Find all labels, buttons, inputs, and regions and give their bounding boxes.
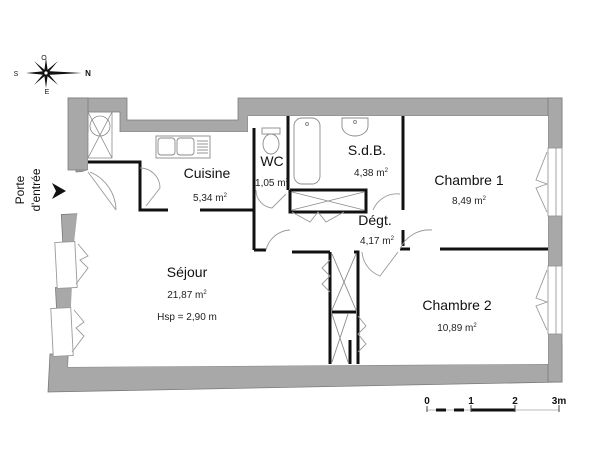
room-area: 5,34 m (193, 193, 224, 204)
svg-text:10,89 m2: 10,89 m2 (437, 323, 477, 334)
room-chambre-2: Chambre 2 10,89 m2 (422, 297, 491, 334)
compass-east-label: E (45, 89, 50, 96)
svg-text:5,34 m2: 5,34 m2 (193, 193, 228, 204)
svg-text:4,17 m2: 4,17 m2 (360, 236, 395, 247)
entrance-arrow-icon (52, 183, 66, 199)
room-name: Chambre 2 (422, 297, 491, 313)
toilet-icon (261, 127, 281, 155)
compass-south-label: S (14, 71, 19, 78)
room-sejour: Séjour 21,87 m2 Hsp = 2,90 m (157, 264, 217, 323)
ventilation-shaft (87, 111, 113, 159)
room-chambre-1: Chambre 1 8,49 m2 (434, 172, 503, 207)
room-area: 4,38 m (354, 168, 385, 179)
room-area: 10,89 m (437, 323, 473, 334)
scale-bar: 0 1 2 3m (424, 396, 566, 412)
scale-tick-3: 3m (552, 396, 567, 407)
room-name: Séjour (167, 264, 208, 280)
room-name: S.d.B. (348, 142, 386, 158)
entrance-marker: Porte d'entrée (13, 168, 66, 212)
svg-text:4,38 m2: 4,38 m2 (354, 168, 389, 179)
bathtub-icon (293, 117, 321, 185)
room-area: 8,49 m (452, 196, 483, 207)
closet-icon (291, 191, 365, 211)
closet-icon (331, 253, 357, 363)
window-left-upper (54, 241, 89, 289)
washbasin-icon (341, 117, 369, 137)
svg-text:1,05 m2: 1,05 m2 (255, 178, 290, 189)
door-swings (87, 167, 433, 353)
fixtures (155, 117, 369, 363)
window-right-upper (535, 147, 563, 217)
room-wc: WC 1,05 m2 (255, 153, 290, 189)
room-sdb: S.d.B. 4,38 m2 (348, 142, 389, 179)
window-left-lower (50, 307, 85, 357)
partitions (88, 116, 548, 364)
room-name: Dégt. (358, 212, 391, 228)
room-area: 21,87 m (167, 290, 203, 301)
compass-north-label: N (85, 69, 91, 78)
windows (50, 147, 563, 357)
interior (68, 116, 548, 367)
compass-west-label: O (41, 55, 47, 62)
room-degt: Dégt. 4,17 m2 (358, 212, 394, 247)
scale-tick-0: 0 (424, 396, 430, 407)
scale-tick-1: 1 (468, 396, 474, 407)
room-area: 1,05 m (255, 178, 286, 189)
svg-text:8,49 m2: 8,49 m2 (452, 196, 487, 207)
svg-text:21,87 m2: 21,87 m2 (167, 290, 207, 301)
kitchen-sink-icon (155, 135, 211, 159)
room-area: 4,17 m (360, 236, 391, 247)
room-name: Chambre 1 (434, 172, 503, 188)
room-name: WC (260, 153, 283, 169)
entry-door-swing (89, 171, 117, 211)
window-right-lower (535, 265, 563, 335)
scale-tick-2: 2 (512, 396, 518, 407)
ceiling-height: Hsp = 2,90 m (157, 312, 217, 323)
entrance-label-line1: Porte (13, 175, 27, 204)
compass-rose-icon: O S N E (14, 55, 91, 96)
room-cuisine: Cuisine 5,34 m2 (184, 165, 231, 204)
room-name: Cuisine (184, 165, 231, 181)
entrance-label-line2: d'entrée (29, 168, 43, 211)
